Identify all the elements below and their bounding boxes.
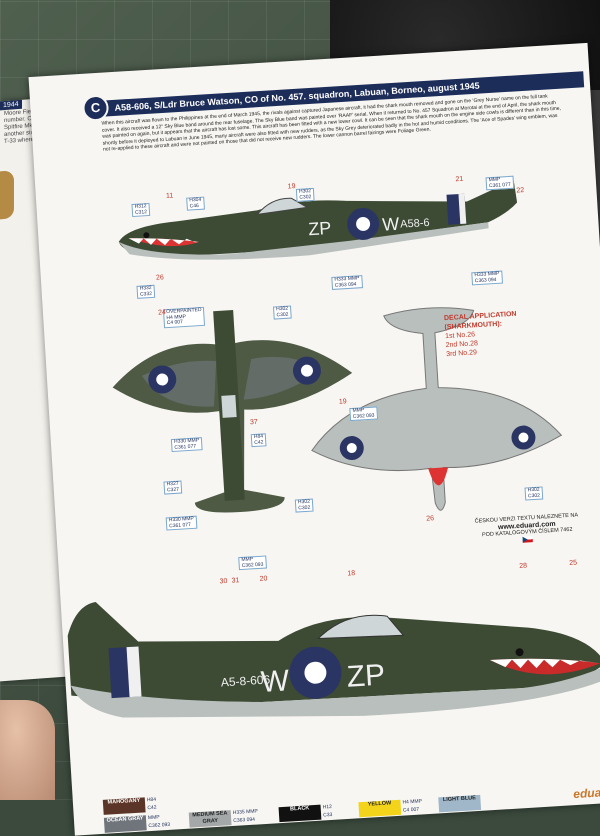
callout: H304 C46	[186, 196, 205, 211]
part-number: 22	[516, 187, 525, 195]
part-number: 37	[249, 418, 259, 427]
part-number: 28	[519, 562, 528, 571]
legend-chip: MEDIUM SEA GRAY	[188, 810, 232, 828]
part-number: 30	[219, 577, 228, 586]
plan-view-bottom	[311, 307, 563, 511]
part-number: 11	[165, 192, 174, 200]
legend-light-blue: LIGHT BLUE	[438, 794, 482, 813]
legend-chip: OCEAN GRAY	[103, 815, 147, 833]
callout: H302 C302	[294, 498, 314, 513]
side-profile-bottom: A5-8-606 W ZP	[67, 601, 600, 718]
left-page-year: 1944	[0, 99, 22, 111]
side-profile-top-serial: A58-6	[400, 217, 430, 231]
callout: H330 MMP C361 077	[170, 437, 203, 453]
part-number: 19	[338, 398, 347, 406]
eduard-logo: eduard	[572, 784, 600, 802]
callout: OVERPAINTED H4 MMP C4 007	[162, 306, 206, 328]
side-profile-bottom-letters-right: ZP	[346, 658, 386, 693]
callout: H84 C42	[250, 433, 267, 448]
part-number: 18	[347, 570, 356, 578]
callout: H302 C302	[524, 486, 544, 501]
profile-badge: C	[81, 94, 110, 122]
part-number: 31	[231, 577, 240, 585]
side-profile-bottom-letter-left: W	[260, 664, 291, 699]
callout: MMP C362 093	[349, 406, 378, 422]
callout: H333 MMP C363 094	[471, 270, 504, 286]
legend-code: H84 C42	[146, 796, 157, 811]
callout: H333 MMP C363 094	[331, 275, 364, 290]
legend-chip: BLACK	[278, 804, 322, 823]
side-profile-top-code: ZP	[308, 218, 332, 239]
instruction-page: A58-606, S/Ldr Bruce Watson, CO of No. 4…	[28, 42, 600, 836]
side-profile-top: ZP W A58-6	[118, 180, 518, 260]
plan-view-top	[112, 310, 353, 513]
legend-chip: LIGHT BLUE	[438, 794, 482, 813]
part-number: 21	[455, 175, 464, 184]
callout: H327 C327	[163, 480, 183, 495]
callout: MMP C362 093	[238, 555, 267, 571]
legend-code: MMP C362 093	[147, 814, 171, 829]
legend-chip: YELLOW	[358, 799, 402, 818]
decal-application-box: DECAL APPLICATION (SHARKMOUTH): 1st No.2…	[444, 309, 537, 359]
callout: H330 MMP C361 077	[165, 515, 198, 531]
czech-flag-icon	[522, 536, 533, 543]
part-number: 25	[569, 559, 578, 567]
callout: H332 C332	[136, 284, 156, 299]
side-profile-bottom-serial: A5-8-606	[220, 672, 270, 689]
callout: MMP C361 077	[485, 175, 514, 191]
legend-medium-sea-gray: MEDIUM SEA GRAYH335 MMP C363 094	[188, 808, 259, 828]
left-page-swatch	[0, 170, 14, 220]
side-profile-top-roundel-letter: W	[382, 214, 400, 235]
part-number: 26	[426, 515, 435, 523]
legend-code: H12 C33	[322, 803, 333, 818]
callout: H302 C302	[272, 305, 292, 320]
part-number: 20	[259, 575, 268, 583]
callout: H302 C302	[295, 187, 315, 202]
part-number: 24	[157, 309, 167, 317]
callout: H312 C312	[131, 202, 151, 218]
legend-code: H335 MMP C363 094	[232, 808, 258, 824]
part-number: 26	[155, 274, 165, 282]
legend-code: H4 MMP C4 007	[402, 798, 423, 814]
finger	[0, 700, 55, 800]
part-number: 19	[287, 183, 296, 191]
